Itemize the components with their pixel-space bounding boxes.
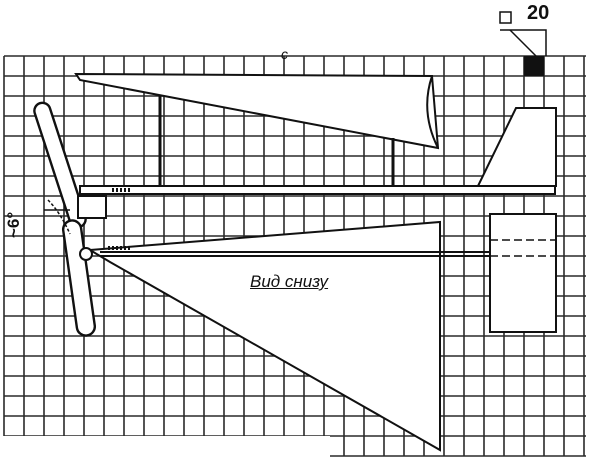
scale-square-black — [524, 56, 544, 76]
scale-leader-diag — [509, 29, 537, 57]
prop-angle-indicator — [44, 199, 71, 235]
prop-angle-label: ~6° — [4, 211, 23, 238]
tail-fin — [476, 107, 557, 187]
center-mark-label: c — [281, 46, 288, 62]
scale-leader — [500, 29, 547, 56]
stabilizer-bottom-view — [489, 213, 557, 333]
propeller-top-view — [33, 101, 107, 229]
scale-label: 20 — [527, 2, 550, 24]
fuselage-boom — [79, 185, 556, 195]
top-margin — [0, 0, 590, 50]
lower-wing-bottom-view — [86, 220, 492, 452]
propeller-bottom-view — [61, 219, 97, 337]
bottom-gap — [0, 436, 330, 457]
scale-square-icon — [499, 11, 512, 24]
upper-wing — [74, 72, 440, 190]
bottom-view-caption: Вид снизу — [250, 272, 329, 291]
